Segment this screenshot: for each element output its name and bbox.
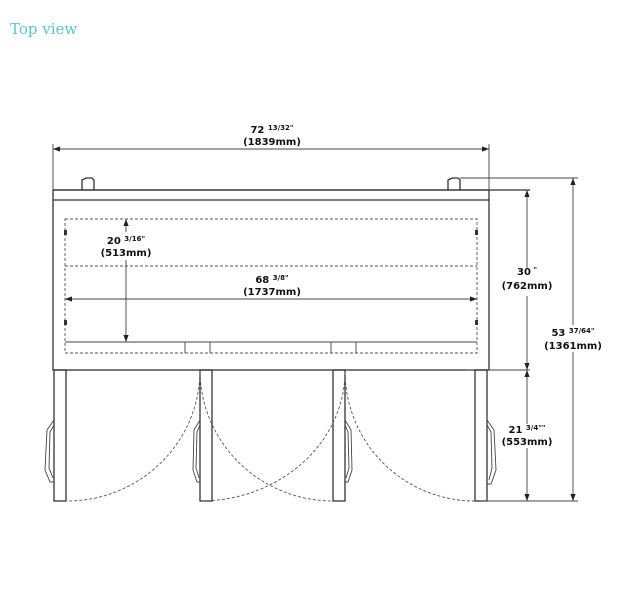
door-post (474, 369, 488, 502)
svg-text:30 ": 30 " (517, 266, 537, 278)
interior-depth-dimension: 20 3/16" (513mm) (101, 219, 152, 342)
view-title: Top view (10, 20, 78, 38)
door-swing-arc (199, 371, 334, 502)
interior-width-dimension: 68 3/8" (1737mm) (65, 274, 477, 302)
door-post (332, 369, 346, 502)
svg-text:(513mm): (513mm) (101, 248, 152, 259)
door-post (199, 369, 213, 502)
svg-text:(1361mm): (1361mm) (544, 341, 602, 352)
door-handle (486, 419, 497, 485)
svg-text:(1737mm): (1737mm) (243, 287, 301, 298)
svg-text:72 13/32": 72 13/32" (250, 124, 293, 136)
svg-text:68 3/8": 68 3/8" (255, 274, 288, 286)
depth-dimensions: 30 " (762mm) 21 3/4"" (553mm) 53 37/64" … (480, 178, 602, 502)
svg-text:(1839mm): (1839mm) (243, 137, 301, 148)
door-swing-arc (199, 371, 346, 502)
left-knob (81, 177, 95, 190)
overall-width-dimension: 72 13/32" (1839mm) (52, 124, 490, 190)
svg-text:(762mm): (762mm) (502, 281, 553, 292)
svg-text:53 37/64": 53 37/64" (551, 327, 594, 339)
door-post (53, 369, 67, 502)
door-handle (44, 419, 55, 483)
svg-text:20 3/16": 20 3/16" (107, 235, 145, 247)
door-handle (192, 419, 201, 483)
door-handle (344, 419, 353, 483)
door-swing-arc (344, 371, 476, 502)
cabinet-body (52, 177, 578, 371)
svg-text:(553mm): (553mm) (502, 437, 553, 448)
doors (44, 369, 497, 502)
door-swing-arc (66, 371, 201, 502)
right-knob (447, 177, 461, 190)
svg-text:21 3/4"": 21 3/4"" (508, 424, 545, 436)
